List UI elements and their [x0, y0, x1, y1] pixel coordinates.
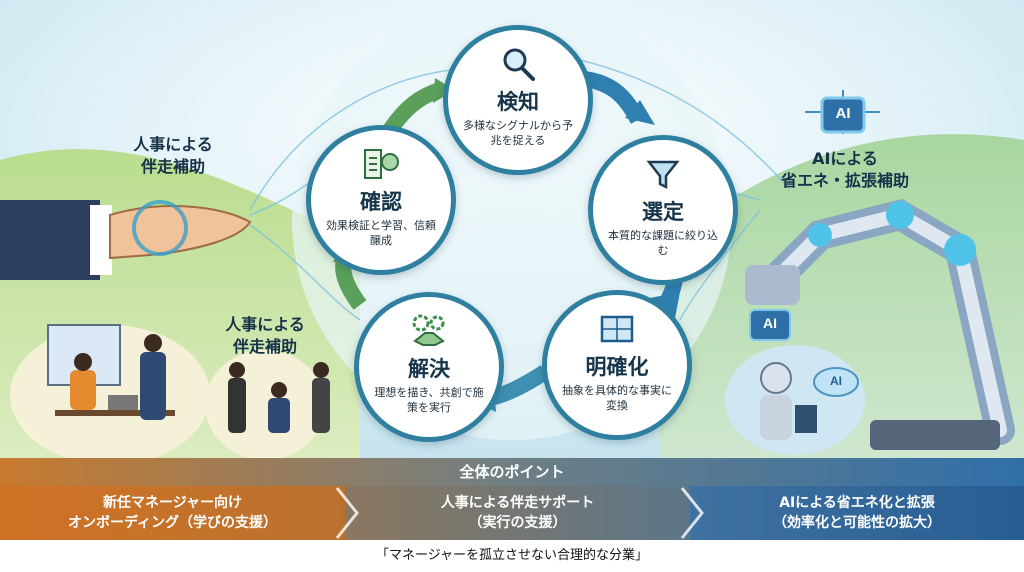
office-scene: [10, 324, 210, 465]
point-onboarding-text: 新任マネージャー向け オンボーディング（学びの支援）: [67, 495, 278, 531]
hand-illustration: [0, 200, 252, 280]
cycle-node-solve: 解決 理想を描き、共創で施策を実行: [354, 292, 504, 442]
point-ai-extension-text: AIによる省エネ化と拡張 （効率化と可能性の拡大）: [773, 495, 941, 531]
node-description: 多様なシグナルから予兆を捉える: [463, 119, 573, 147]
point-onboarding: 新任マネージャー向け オンボーディング（学びの支援）: [0, 486, 345, 540]
team-scene: [205, 350, 330, 460]
node-description: 本質的な課題に絞り込む: [608, 229, 718, 257]
node-description: 理想を描き、共創で施策を実行: [374, 386, 484, 414]
node-title: 選定: [642, 200, 684, 224]
node-title: 解決: [408, 357, 450, 381]
overall-points-title: 全体のポイント: [0, 458, 1024, 486]
chevron-separator-1: [335, 487, 359, 539]
node-description: 抽象を具体的な事実に変換: [562, 384, 672, 412]
handshake-gear-icon: [412, 314, 445, 346]
cycle-node-detect: 検知 多様なシグナルから予兆を捉える: [443, 25, 593, 175]
cycle-node-select: 選定 本質的な課題に絞り込む: [588, 135, 738, 285]
cycle-node-clarify: 明確化 抽象を具体的な事実に変換: [542, 290, 692, 440]
node-title: 確認: [360, 190, 402, 214]
magnifier-icon: [503, 48, 535, 81]
point-hr-support-text: 人事による伴走サポート （実行の支援）: [440, 495, 595, 531]
node-title: 明確化: [585, 355, 649, 379]
ai-chip-label: AI: [835, 105, 851, 122]
ai-hand-label: AI: [763, 315, 777, 331]
blueprint-icon: [600, 315, 634, 343]
cycle-node-confirm: 確認 効果検証と学習、信頼醸成: [306, 125, 456, 275]
chevron-separator-2: [680, 487, 704, 539]
node-description: 効果検証と学習、信頼醸成: [326, 219, 436, 247]
ai-chip-icon: [749, 90, 880, 341]
label-ai-support: AIによる 省エネ・拡張補助: [780, 149, 909, 190]
label-hr-support-top: 人事による 伴走補助: [133, 135, 213, 176]
point-hr-support: 人事による伴走サポート （実行の支援）: [345, 486, 690, 540]
checklist-brain-icon: [364, 149, 399, 179]
ai-cloud-label: AI: [830, 374, 842, 388]
node-title: 検知: [497, 90, 539, 114]
point-ai-extension: AIによる省エネ化と拡張 （効率化と可能性の拡大）: [690, 486, 1024, 540]
label-hr-support-middle: 人事による 伴走補助: [225, 315, 305, 356]
robot-illustration: [725, 198, 1015, 455]
funnel-icon: [646, 160, 680, 190]
footer-tagline: 「マネージャーを孤立させない合理的な分業」: [0, 540, 1024, 572]
